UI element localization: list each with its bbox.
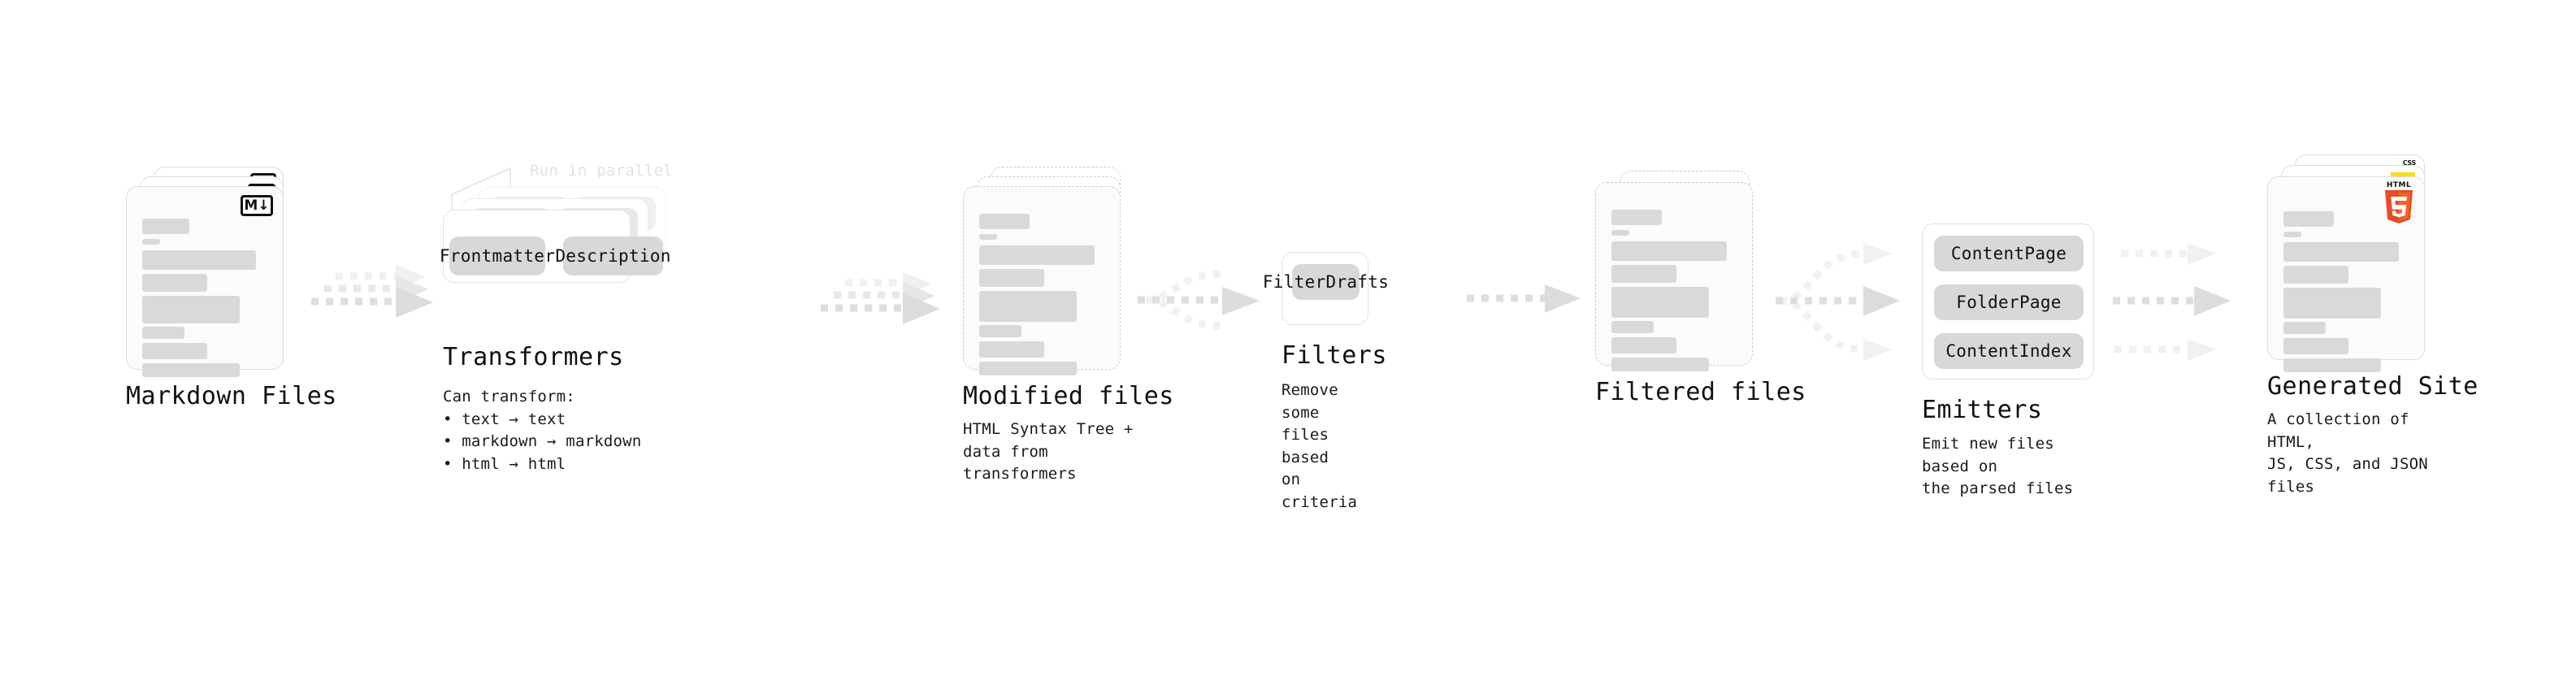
skeleton-line	[1611, 358, 1709, 371]
transformer-pill-frontmatter-label: Frontmatter	[439, 246, 556, 266]
skeleton-line	[979, 341, 1044, 358]
filter-pill-filterdrafts[interactable]: FilterDrafts	[1263, 264, 1389, 300]
skeleton-line	[1611, 287, 1709, 318]
stage-filtered-files: Filtered files	[1595, 171, 1806, 406]
transformers-card-stack: Frontmatter Description	[440, 158, 670, 283]
filtered-doc-stack	[1595, 171, 1770, 371]
skeleton-line	[979, 325, 1021, 337]
stage-desc-modified-files: HTML Syntax Tree + data from transformer…	[963, 420, 1134, 484]
stage-desc-emitters: Emit new files based on the parsed files	[1922, 435, 2074, 498]
skeleton-line	[1611, 241, 1727, 261]
site-doc-front: HTML	[2267, 176, 2425, 372]
skeleton-line	[142, 296, 240, 323]
html5-badge-label: HTML	[2386, 181, 2412, 189]
stage-transformers: Run in parallel	[440, 158, 673, 473]
run-in-parallel-bracket	[447, 158, 553, 214]
connector-markdown-to-transformers	[311, 264, 441, 337]
stage-title-filters: Filters	[1281, 341, 1387, 370]
skeleton-line	[2283, 288, 2381, 319]
stage-title-generated-site: Generated Site	[2267, 372, 2478, 401]
html5-badge: HTML	[2383, 182, 2414, 228]
stage-title-transformers: Transformers	[443, 343, 624, 371]
skeleton-line	[142, 274, 207, 292]
filter-pill-filterdrafts-label: FilterDrafts	[1262, 272, 1390, 292]
site-doc-stack: CSS HTML	[2267, 154, 2442, 372]
html5-shield-icon	[2385, 190, 2413, 223]
filtered-doc-front	[1595, 182, 1753, 371]
stage-filters: FilterDrafts Filters Remove some files b…	[1263, 252, 1389, 511]
connector-modified-to-filters	[1138, 264, 1272, 337]
skeleton-line	[2283, 266, 2348, 284]
connector-emitters-to-site	[2113, 236, 2251, 370]
markdown-badge-front: M↓	[241, 195, 273, 216]
skeleton-line	[2283, 242, 2399, 262]
connector-filters-to-filtered	[1467, 279, 1581, 319]
run-in-parallel-label: Run in parallel	[530, 162, 674, 180]
connector-filtered-to-emitters	[1776, 236, 1910, 370]
stage-desc-filters: Remove some files based on criteria	[1281, 381, 1358, 511]
skeleton-line	[142, 363, 240, 377]
css3-badge-label: CSS	[2402, 159, 2417, 167]
skeleton-line	[142, 343, 207, 359]
skeleton-line	[979, 234, 997, 240]
emitter-pill-folderpage-label: FolderPage	[1956, 293, 2062, 312]
transformer-pill-frontmatter[interactable]: Frontmatter	[440, 236, 555, 275]
emitters-box: ContentPage FolderPage ContentIndex	[1922, 223, 2094, 380]
stage-desc-transformers: Can transform: • text → text • markdown …	[443, 388, 642, 473]
skeleton-line	[2283, 358, 2381, 372]
skeleton-line	[979, 362, 1077, 375]
markdown-doc-front: M↓	[126, 186, 284, 377]
transformer-pill-description-label: Description	[555, 246, 671, 266]
skeleton-line	[2283, 338, 2348, 354]
stage-title-markdown-files: Markdown Files	[126, 382, 337, 410]
skeleton-line	[142, 219, 189, 234]
stage-desc-generated-site: A collection of HTML, JS, CSS, and JSON …	[2267, 410, 2428, 496]
skeleton-line	[2283, 232, 2301, 237]
emitter-pill-contentpage[interactable]: ContentPage	[1934, 236, 2084, 271]
skeleton-line	[979, 245, 1095, 265]
skeleton-line	[2283, 322, 2326, 334]
emitter-pill-contentindex[interactable]: ContentIndex	[1934, 333, 2084, 369]
markdown-doc-stack: M↓ M↓ M↓	[126, 167, 297, 377]
stage-markdown-files: M↓ M↓ M↓	[126, 167, 336, 410]
skeleton-line	[1611, 337, 1676, 354]
skeleton-line	[1611, 230, 1629, 236]
emitter-pill-folderpage[interactable]: FolderPage	[1934, 284, 2084, 320]
stage-title-filtered-files: Filtered files	[1595, 378, 1806, 406]
filters-box: FilterDrafts	[1263, 252, 1389, 325]
stage-title-emitters: Emitters	[1922, 396, 2043, 424]
skeleton-line	[2283, 211, 2334, 227]
emitter-pill-contentpage-label: ContentPage	[1950, 244, 2067, 263]
stage-modified-files: Modified files HTML Syntax Tree + data f…	[963, 167, 1173, 483]
stage-title-modified-files: Modified files	[963, 382, 1174, 410]
skeleton-line	[142, 239, 160, 245]
emitter-pill-contentindex-label: ContentIndex	[1945, 341, 2072, 361]
skeleton-line	[979, 214, 1030, 229]
stage-emitters: ContentPage FolderPage ContentIndex Emit…	[1922, 223, 2094, 497]
skeleton-line	[979, 291, 1077, 322]
skeleton-line	[1611, 210, 1662, 225]
modified-doc-front	[963, 186, 1121, 375]
skeleton-line	[979, 269, 1044, 287]
skeleton-line	[1611, 321, 1654, 333]
skeleton-line	[142, 250, 256, 270]
transformer-pill-description[interactable]: Description	[555, 236, 670, 275]
connector-transformers-to-modified	[821, 272, 951, 337]
stage-generated-site: CSS HTML	[2267, 154, 2478, 496]
skeleton-line	[142, 327, 184, 339]
modified-doc-stack	[963, 167, 1138, 375]
skeleton-line	[1611, 265, 1676, 283]
